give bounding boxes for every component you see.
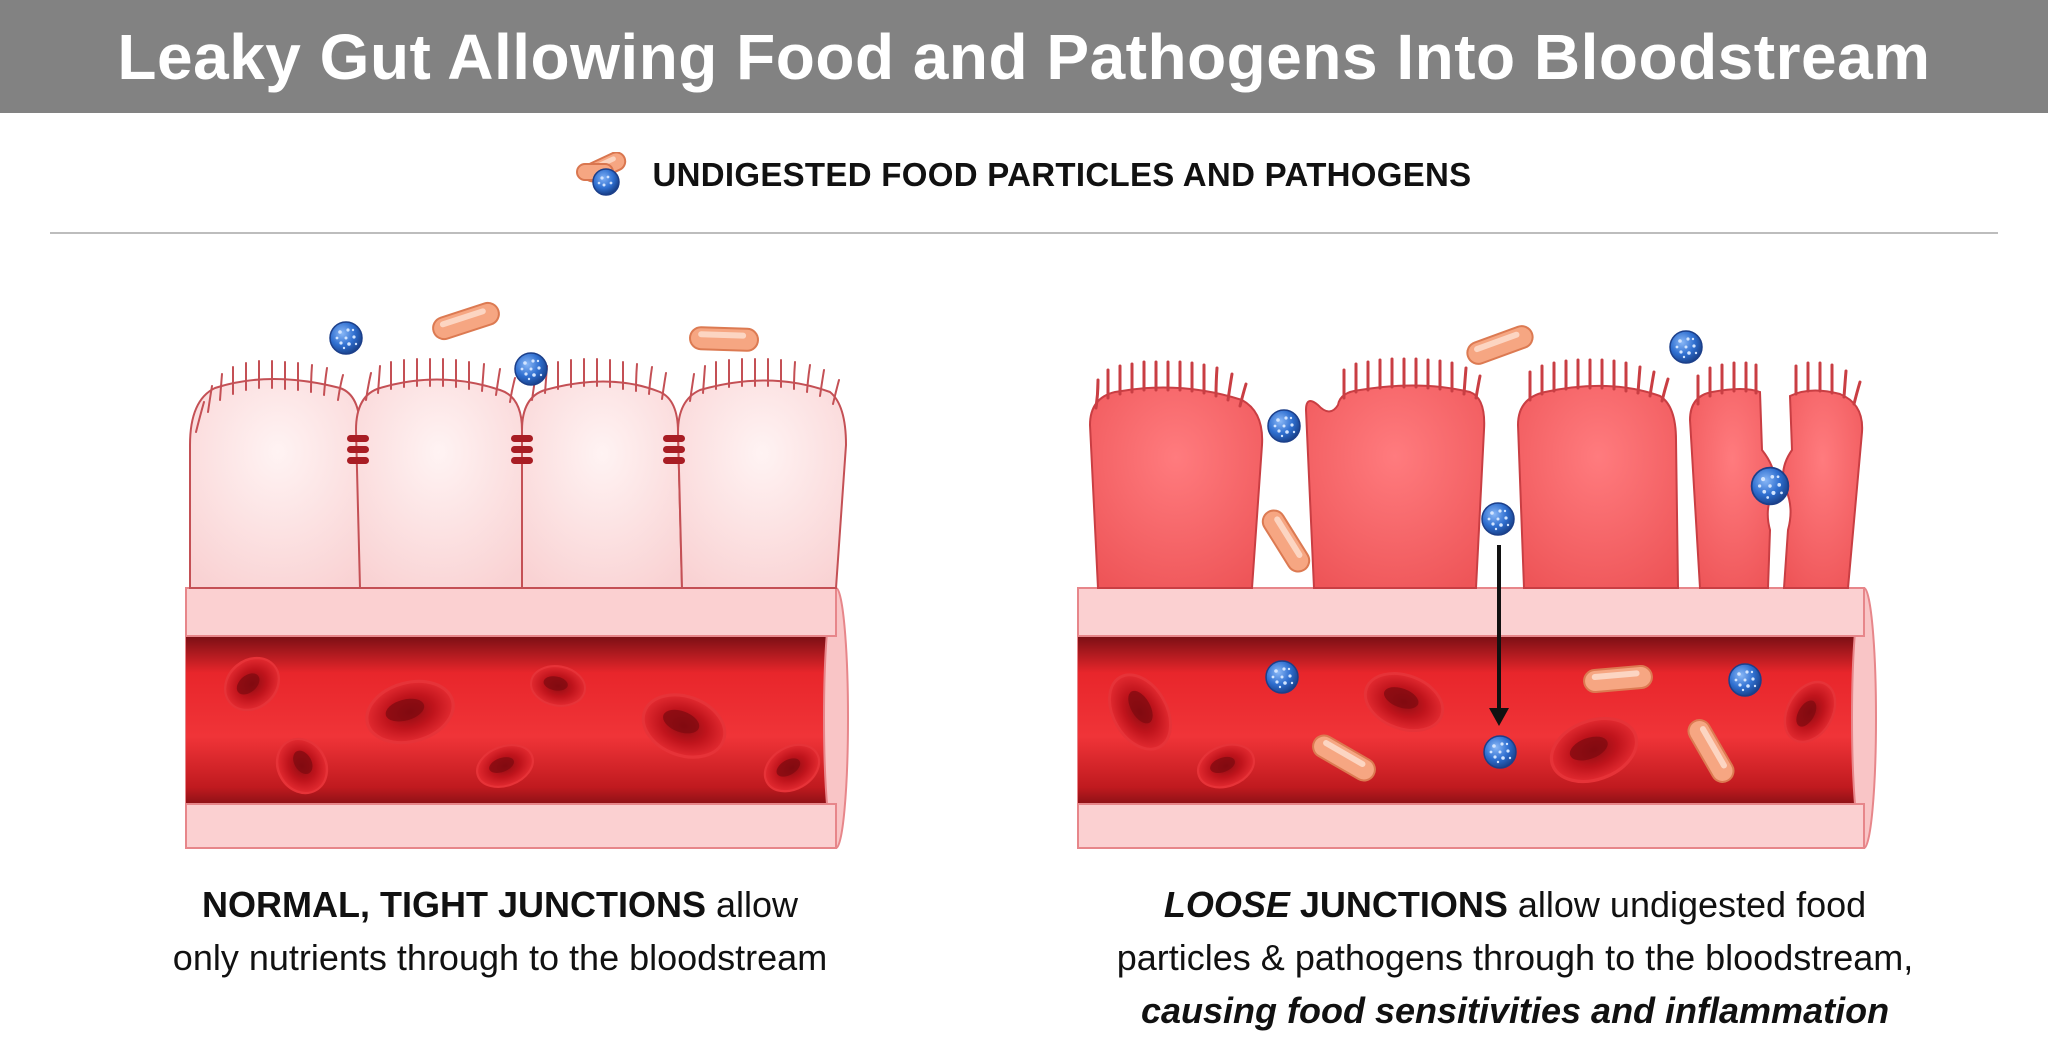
inflamed-epithelial-cells — [1088, 384, 1864, 589]
caption-normal-junctions: NORMAL, TIGHT JUNCTIONS allow only nutri… — [140, 878, 860, 984]
legend-label: UNDIGESTED FOOD PARTICLES AND PATHOGENS — [652, 156, 1472, 193]
caption-line: particles & pathogens through to the blo… — [1116, 937, 1914, 978]
caption-line: only nutrients through to the bloodstrea… — [172, 937, 828, 978]
pathogen-leaking — [1481, 502, 1515, 536]
microvilli — [195, 358, 840, 433]
tight-junction — [511, 435, 533, 464]
epithelial-cell — [521, 380, 684, 589]
epithelial-cell — [1516, 384, 1680, 589]
food-particle-in-blood — [1582, 664, 1654, 694]
leaky-intestine-panel — [1077, 322, 1877, 849]
caption-bold: JUNCTIONS — [1289, 884, 1508, 925]
page-title: Leaky Gut Allowing Food and Pathogens In… — [117, 20, 1931, 93]
caption-line: LOOSE JUNCTIONS allow undigested food — [1040, 878, 1990, 931]
caption-line: NORMAL, TIGHT JUNCTIONS allow — [140, 878, 860, 931]
food-particle-and-pathogen-icon — [576, 152, 627, 196]
healthy-intestine-panel — [185, 299, 849, 849]
pathogen-in-blood — [1728, 663, 1762, 697]
epithelial-cell — [676, 379, 848, 589]
tight-junction — [347, 435, 369, 464]
caption-text: allow — [705, 884, 799, 925]
epithelial-cell — [1304, 384, 1486, 589]
microvilli — [1094, 357, 1862, 410]
caption-line-emphasis: causing food sensitivities and inflammat… — [1140, 990, 1890, 1031]
caption-loose-junctions: LOOSE JUNCTIONS allow undigested food pa… — [1040, 878, 1990, 1037]
pathogen-leaking — [1267, 409, 1301, 443]
leaky-gut-illustration — [185, 299, 1877, 849]
legend: UNDIGESTED FOOD PARTICLES AND PATHOGENS — [0, 145, 2048, 205]
pathogen-in-blood — [1483, 735, 1517, 769]
leak-arrow — [1489, 545, 1509, 726]
blood-vessel-lumen — [1078, 636, 1864, 804]
food-particle — [1463, 322, 1537, 368]
epithelial-cell — [1688, 388, 1776, 589]
epithelial-cell — [1782, 389, 1864, 589]
healthy-epithelial-cells — [189, 378, 848, 589]
food-particle — [429, 299, 503, 343]
epithelial-cell — [1088, 386, 1264, 589]
pathogen-in-blood — [1265, 660, 1299, 694]
caption-bold-italic: LOOSE — [1163, 884, 1290, 925]
epithelial-cell — [189, 378, 368, 589]
epithelial-cell — [354, 378, 523, 589]
title-bar: Leaky Gut Allowing Food and Pathogens In… — [0, 0, 2048, 113]
tight-junction — [663, 435, 685, 464]
divider — [50, 232, 1998, 234]
food-particle — [688, 325, 760, 353]
pathogen — [1669, 330, 1703, 364]
food-particle-leaking — [1257, 505, 1315, 577]
pathogen — [514, 352, 548, 386]
pathogen — [329, 321, 363, 355]
caption-bold: NORMAL, TIGHT JUNCTIONS — [201, 884, 706, 925]
caption-text: allow undigested food — [1507, 884, 1867, 925]
pathogen-leaking — [1750, 466, 1790, 506]
